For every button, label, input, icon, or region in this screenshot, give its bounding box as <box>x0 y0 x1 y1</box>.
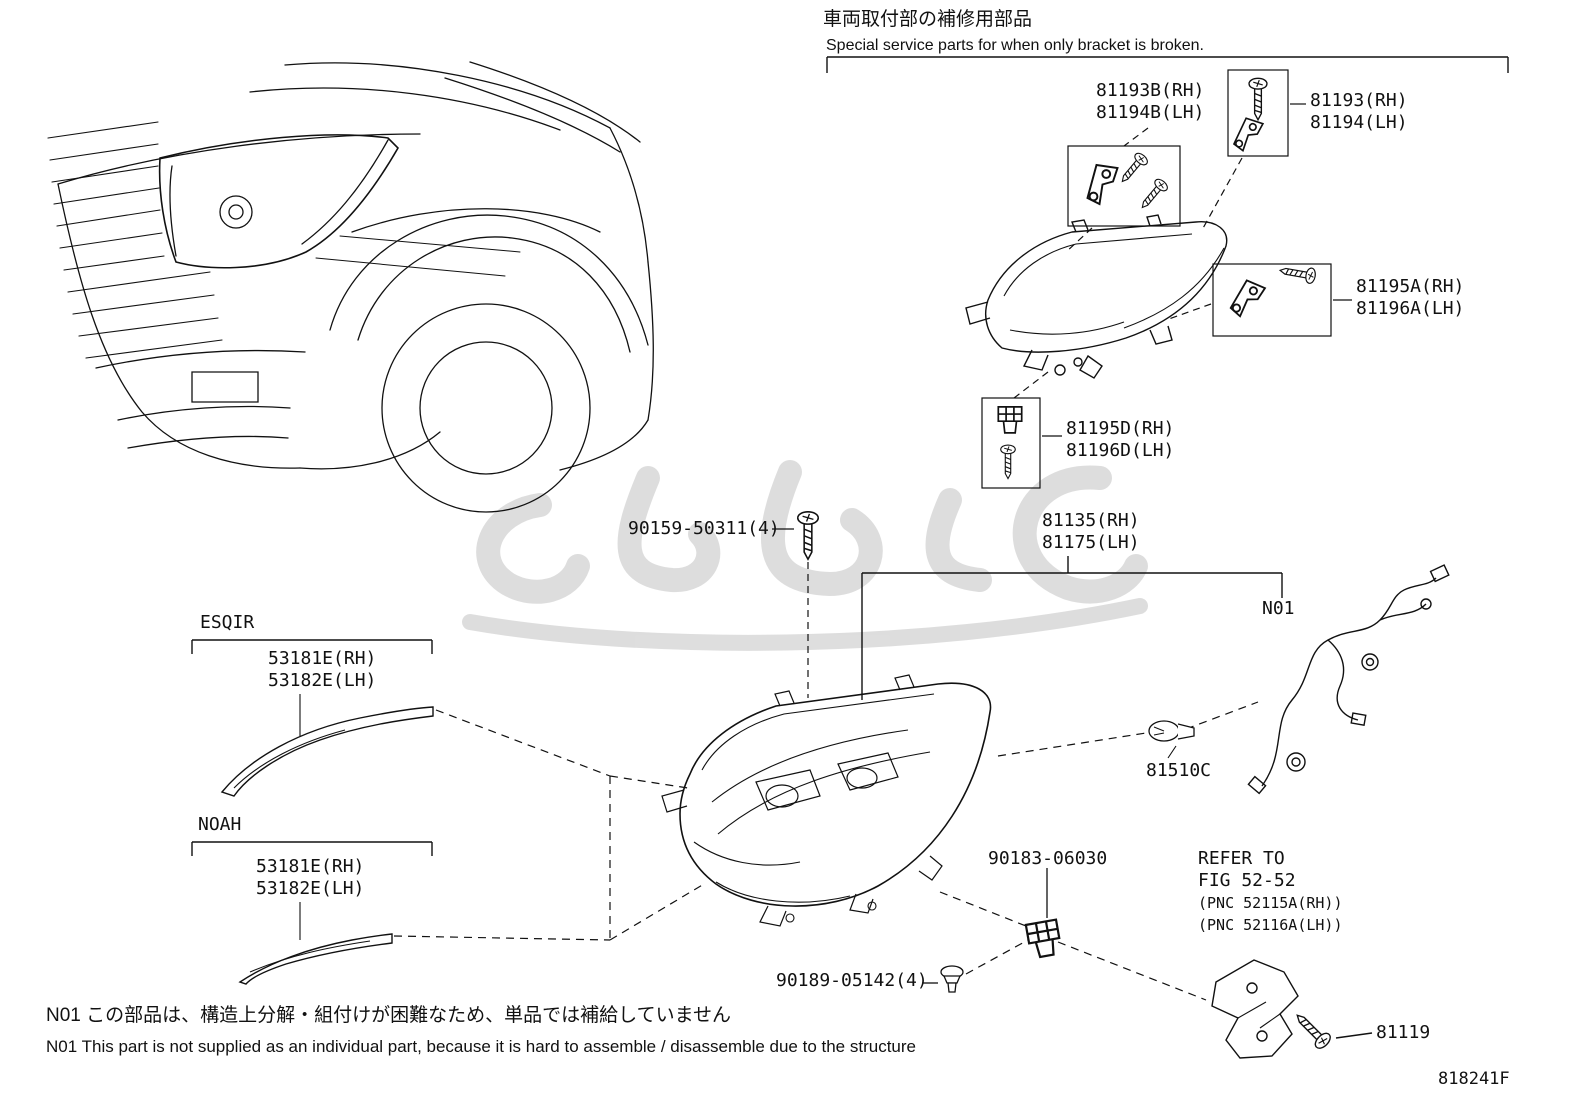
part-number-rh: 53181E(RH) <box>268 648 377 669</box>
part-number-lh: 81194B(LH) <box>1096 102 1205 123</box>
footnote-en: N01 This part is not supplied as an indi… <box>46 1037 916 1056</box>
part-label-81193: 81193(RH) 81194(LH) <box>1310 90 1408 134</box>
service-parts-group-bracket <box>826 56 1509 73</box>
upper-headlamp-drawing <box>965 214 1228 379</box>
part-number-rh: 81193(RH) <box>1310 90 1408 111</box>
watermark-logo <box>462 460 1148 651</box>
bracket-box-81195a <box>1212 262 1332 337</box>
part-number-lh: 81196D(LH) <box>1066 440 1175 461</box>
refer-to-line: REFER TO <box>1198 848 1285 869</box>
clip-90183-drawing <box>1024 868 1064 960</box>
part-label-90189: 90189-05142(4) <box>776 970 928 991</box>
fastener-90189-drawing <box>922 965 964 993</box>
part-number-lh: 81194(LH) <box>1310 112 1408 133</box>
headlamp-assy-group-lines <box>861 556 1283 700</box>
vehicle-front-sketch <box>47 61 654 513</box>
part-label-81119: 81119 <box>1376 1022 1431 1043</box>
main-headlamp-drawing <box>661 674 992 927</box>
top-leader-lines <box>1013 103 1352 437</box>
service-note-en: Special service parts for when only brac… <box>826 37 1204 54</box>
bracket-box-81193b <box>1067 145 1181 227</box>
part-number-rh: 81195D(RH) <box>1066 418 1175 439</box>
part-label-81193b: 81193B(RH) 81194B(LH) <box>1096 80 1204 124</box>
part-label-81195a: 81195A(RH) 81196A(LH) <box>1356 276 1464 320</box>
part-label-81195d: 81195D(RH) 81196D(LH) <box>1066 418 1174 462</box>
bracket-box-81193 <box>1227 69 1289 157</box>
part-label-81510c: 81510C <box>1146 760 1212 781</box>
service-note-jp: 車両取付部の補修用部品 <box>823 9 1033 30</box>
part-number-rh: 81135(RH) <box>1042 510 1140 531</box>
wiring-harness-drawing <box>1247 564 1450 795</box>
part-number-rh: 81195A(RH) <box>1356 276 1465 297</box>
part-number-lh: 53182E(LH) <box>256 878 365 899</box>
refer-to-pnc-lh: (PNC 52116A(LH)) <box>1198 916 1343 934</box>
part-number-rh: 81193B(RH) <box>1096 80 1205 101</box>
part-label-garnish-esquire: 53181E(RH) 53182E(LH) <box>268 648 376 692</box>
refer-to-pnc-rh: (PNC 52115A(RH)) <box>1198 894 1343 912</box>
part-label-90159: 90159-50311(4) <box>628 518 780 539</box>
refer-to-note: REFER TO FIG 52-52 (PNC 52115A(RH)) (PNC… <box>1198 848 1343 936</box>
bracket-box-81195d <box>981 397 1041 489</box>
model-label-noah: NOAH <box>198 814 242 835</box>
footnote-jp: N01 この部品は、構造上分解・組付けが困難なため、単品では補給していません <box>46 1005 731 1026</box>
construction-dashes <box>393 701 1259 1001</box>
part-number-lh: 81175(LH) <box>1042 532 1140 553</box>
page-code: 818241F <box>1438 1069 1510 1089</box>
n01-flag: N01 <box>1262 598 1295 619</box>
part-label-81135: 81135(RH) 81175(LH) <box>1042 510 1140 554</box>
garnish-strips <box>191 639 434 985</box>
part-number-lh: 53182E(LH) <box>268 670 377 691</box>
model-label-esquire: ESQIR <box>200 612 255 633</box>
fig-52-52-bracket-drawing <box>1211 959 1373 1059</box>
part-label-90183: 90183-06030 <box>988 848 1108 869</box>
refer-to-line: FIG 52-52 <box>1198 870 1296 891</box>
bulb-drawing <box>1148 720 1195 759</box>
part-number-rh: 53181E(RH) <box>256 856 365 877</box>
screw-90159-drawing <box>772 511 819 698</box>
part-label-garnish-noah: 53181E(RH) 53182E(LH) <box>256 856 364 900</box>
part-number-lh: 81196A(LH) <box>1356 298 1465 319</box>
